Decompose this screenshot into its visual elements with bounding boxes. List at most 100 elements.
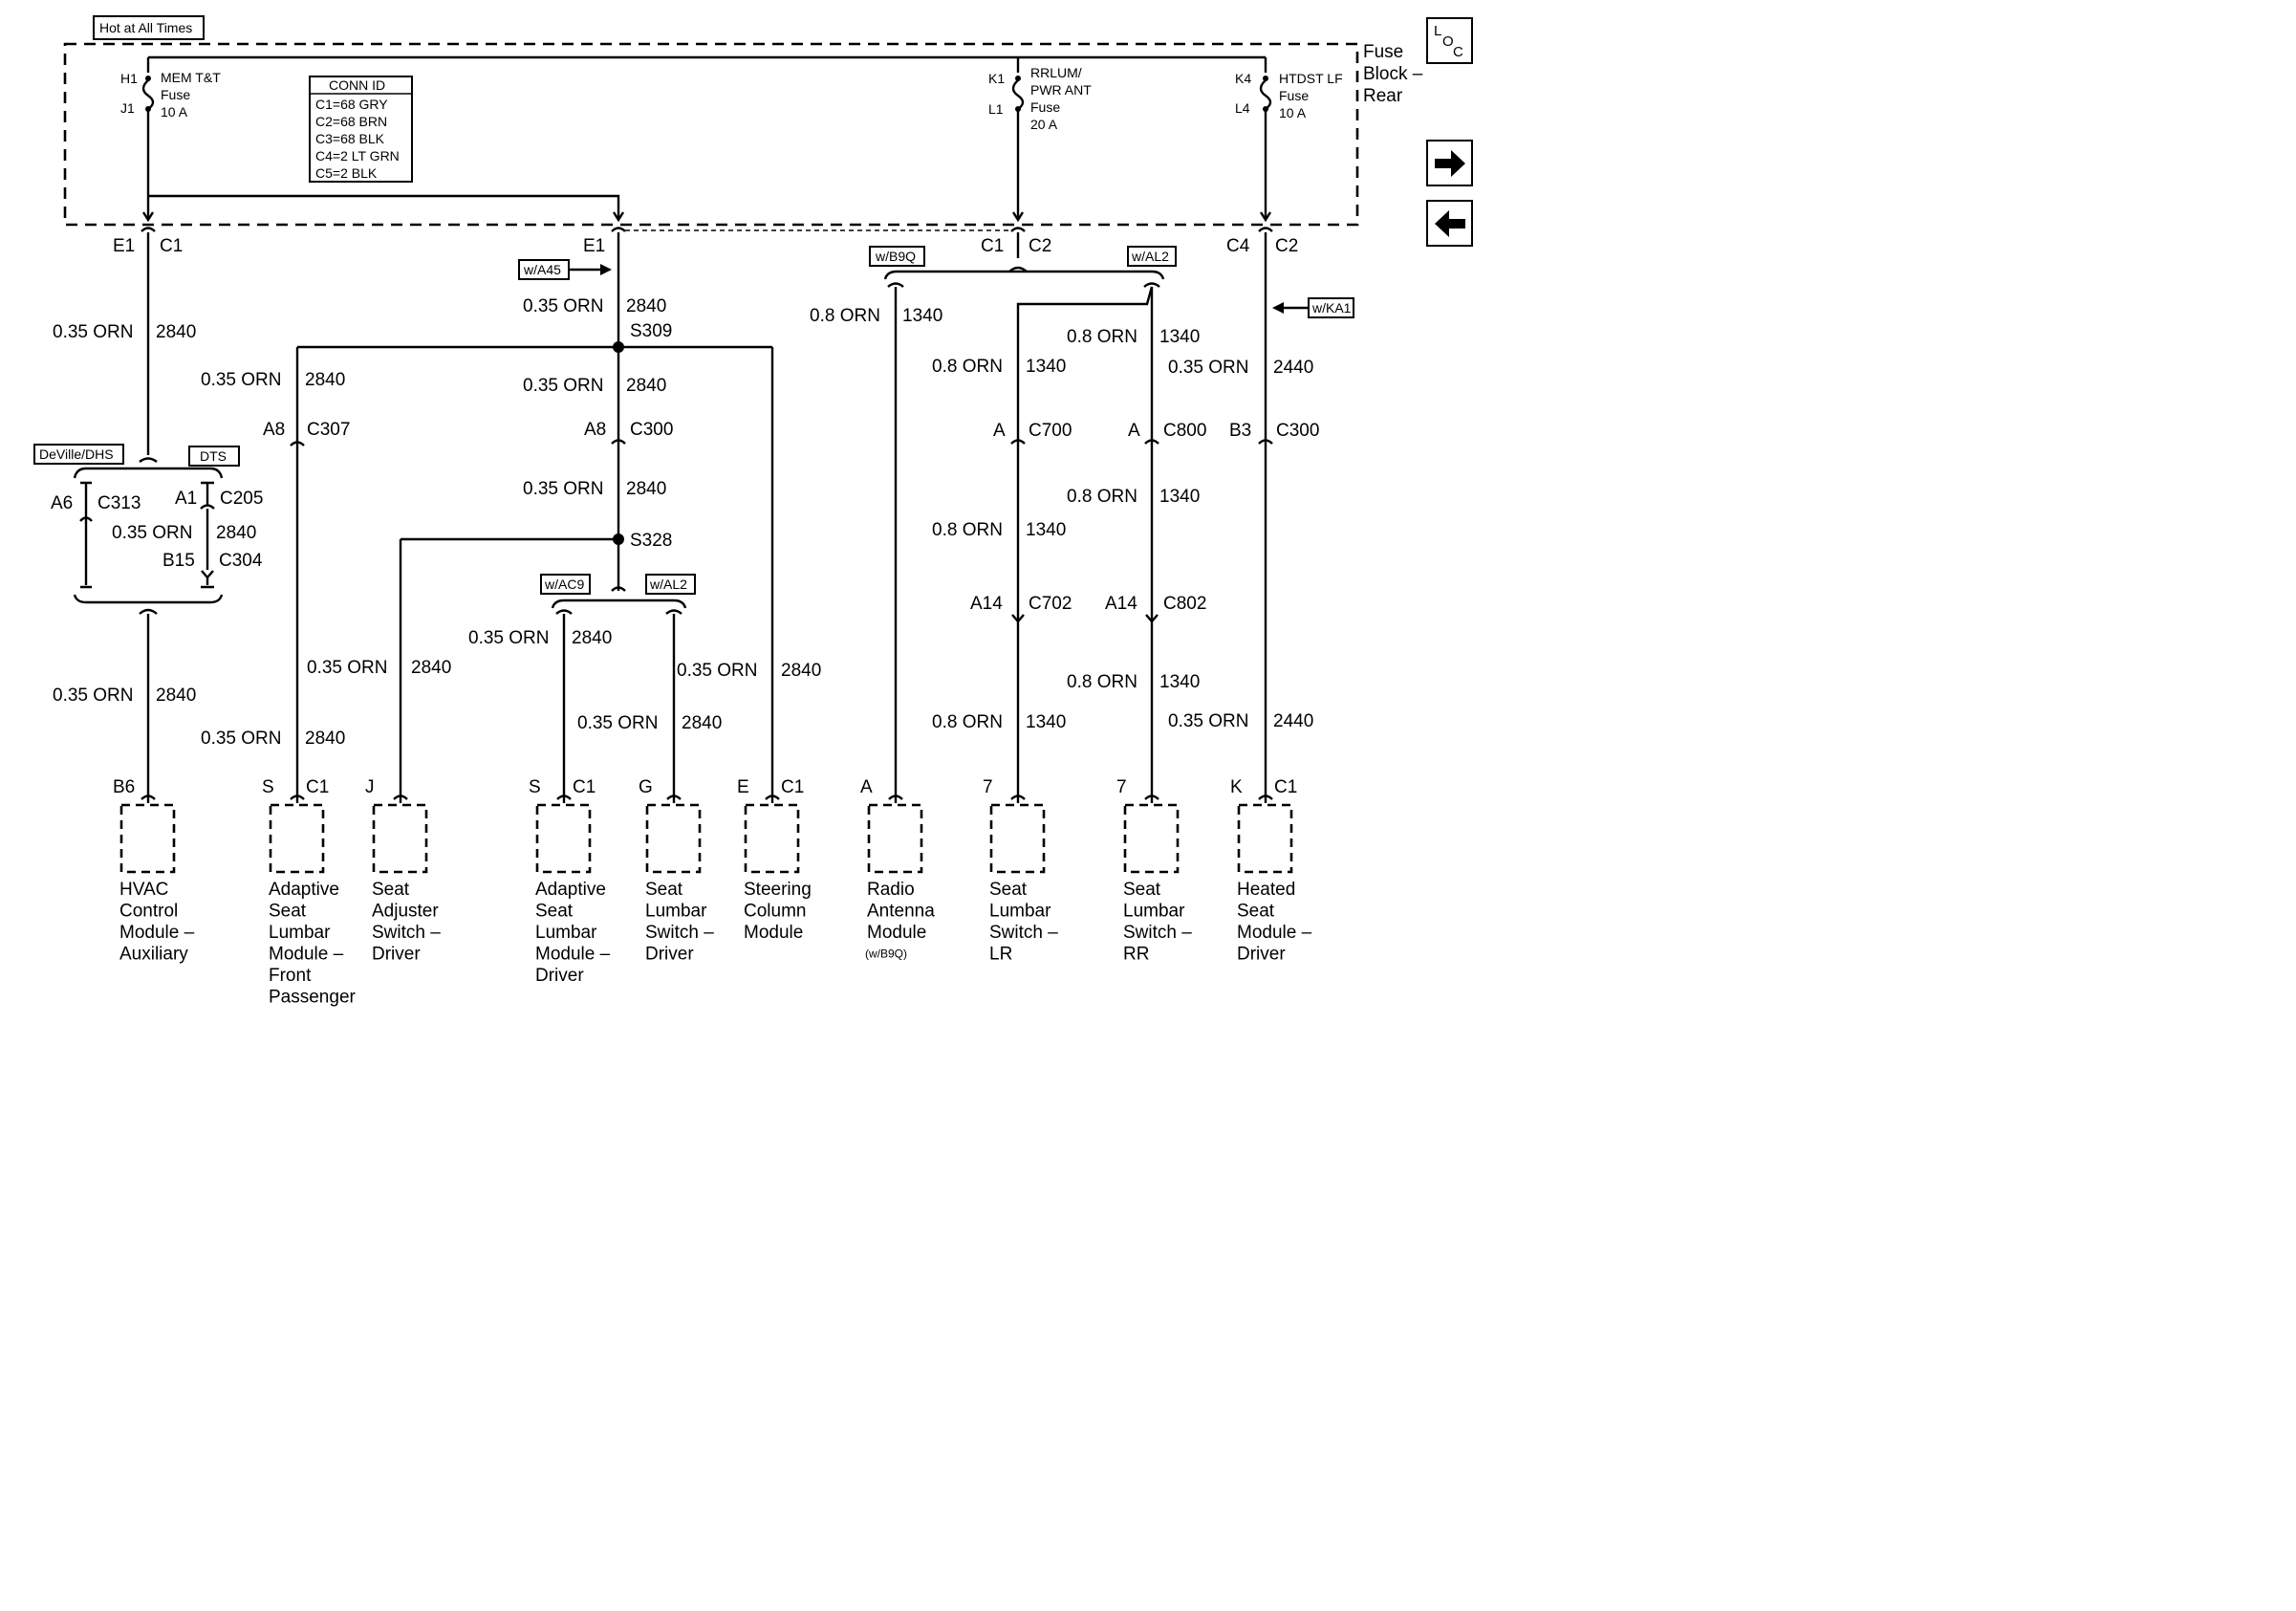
connector-a14-pin: A14 [1105, 594, 1137, 614]
wire-color-label: 0.8 ORN [1067, 672, 1137, 692]
module-box [645, 803, 702, 874]
module-pin: S [262, 777, 274, 797]
connector-c4-c2-id: C2 [1275, 236, 1298, 256]
module-name-line: Heated [1237, 880, 1295, 900]
module-name-line: Driver [535, 966, 584, 986]
connector-c300-id: C300 [1276, 421, 1319, 441]
option-w-al2: w/AL2 [649, 577, 687, 592]
pin-receptacle [141, 795, 156, 800]
connector-c300-id: C300 [630, 420, 673, 440]
module-name-line: HVAC [119, 880, 168, 900]
wire-color-label: 0.35 ORN [1168, 711, 1248, 731]
connector-e1 [611, 227, 626, 232]
module-pin: J [365, 777, 375, 797]
pin-receptacle [1010, 795, 1026, 800]
module-name-line: Adaptive [269, 880, 339, 900]
module-box [744, 803, 800, 874]
connector-a14-pin: A14 [970, 594, 1003, 614]
connector-a-pin: A [993, 421, 1006, 441]
fuse-block-label-line3: Rear [1363, 86, 1403, 106]
module-name-line: Module – [269, 945, 344, 965]
wire-color-label: 0.35 ORN [201, 729, 281, 749]
module-name-line: Module [867, 923, 926, 943]
module-box [1237, 803, 1293, 874]
fuse1-top-pin: H1 [120, 71, 138, 86]
wire-color-label: 0.8 ORN [1067, 327, 1137, 347]
module-box [119, 803, 176, 874]
wire-circuit-label: 2840 [626, 479, 666, 499]
conn-id-title: CONN ID [329, 77, 385, 93]
circuit-asl-front-passenger: 0.35 ORN 2840 A8 C307 0.35 ORN 2840 [201, 347, 350, 803]
circuit-seat-adjuster-driver: 0.35 ORN 2840 [307, 539, 451, 803]
connector-c1-c2-id: C2 [1029, 236, 1051, 256]
pin-receptacle [765, 795, 780, 800]
connector-c1-c2-pin: C1 [981, 236, 1004, 256]
module-name-line: Lumbar [645, 902, 707, 922]
right-arrow-icon [1435, 150, 1465, 177]
fuse2-line3: Fuse [1030, 99, 1060, 115]
wire-color-label: 0.35 ORN [307, 658, 387, 678]
module-name-line: Driver [645, 945, 694, 965]
splice-s328: S328 [630, 531, 672, 551]
module-connector: C1 [781, 777, 804, 797]
connector-c802-id: C802 [1163, 594, 1206, 614]
module-name-line: Lumbar [989, 902, 1051, 922]
wire-color-label: 0.8 ORN [1067, 487, 1137, 507]
wire-circuit-label: 2840 [781, 661, 821, 681]
wire-color-label: 0.35 ORN [53, 322, 133, 342]
module-box [535, 803, 592, 874]
circuit-radio-and-rear-lumbar: w/B9Q w/AL2 0.8 ORN 1340 0.8 ORN 1340 0.… [810, 232, 1206, 803]
module-name-line: Seat [1237, 902, 1275, 922]
module-name-line: Seat [269, 902, 307, 922]
loc-icon[interactable]: L O C [1426, 17, 1473, 64]
fuse2-rating: 20 A [1030, 117, 1058, 132]
fuse-rrlum-pwr-ant: K1 L1 RRLUM/ PWR ANT Fuse 20 A [988, 57, 1092, 223]
fuse-block-rear: Fuse Block – Rear [63, 42, 1423, 227]
splice-s309: S309 [630, 321, 672, 341]
wire-circuit-label: 2840 [411, 658, 451, 678]
wire-circuit-label: 2840 [572, 628, 612, 648]
pin-receptacle [290, 795, 305, 800]
wire-circuit-label: 1340 [1026, 712, 1066, 732]
fuse3-line2: Fuse [1279, 88, 1309, 103]
wire-fuse-to-e1 [148, 194, 620, 218]
circuit-hvac: 0.35 ORN 2840 DeVille/DHS DTS A6 C313 A1… [33, 232, 263, 803]
module-name-line: Control [119, 902, 178, 922]
module-name-line: Lumbar [269, 923, 331, 943]
module-name-line: RR [1123, 945, 1149, 965]
circuit-s328-options: w/AC9 w/AL2 0.35 ORN 2840 0.35 ORN 2840 [468, 574, 722, 803]
wire-circuit-label: 2440 [1273, 711, 1313, 731]
fuse1-name: MEM T&T [161, 70, 221, 85]
module-name-line: Seat [372, 880, 410, 900]
fuse3-bottom-pin: L4 [1235, 100, 1250, 116]
previous-page-button[interactable] [1426, 200, 1473, 247]
wire-color-label: 0.35 ORN [468, 628, 549, 648]
fuse3-name: HTDST LF [1279, 71, 1343, 86]
connector-a-pin: A [1128, 421, 1140, 441]
wire-color-label: 0.35 ORN [112, 523, 192, 543]
module-name-line: Switch – [372, 923, 441, 943]
connector-c304-id: C304 [219, 551, 263, 571]
module-name-line: Column [744, 902, 806, 922]
fuse-block-outline [63, 42, 1359, 227]
connector-a8-pin: A8 [263, 420, 285, 440]
module-pin: B6 [113, 777, 135, 797]
module-pin: E [737, 777, 749, 797]
module-name-line: Auxiliary [119, 945, 188, 965]
wire-circuit-label: 1340 [902, 306, 942, 326]
connector-e1-pin: E1 [583, 236, 605, 256]
module-box [372, 803, 428, 874]
wire-color-label: 0.35 ORN [523, 296, 603, 316]
wiring-diagram: Fuse Block – Rear Hot at All Times H1 J1… [33, 15, 1473, 1008]
module-name-line: Lumbar [535, 923, 597, 943]
module-name-line: Seat [1123, 880, 1161, 900]
module-pin: 7 [1116, 777, 1127, 797]
connector-c800-id: C800 [1163, 421, 1206, 441]
next-page-button[interactable] [1426, 140, 1473, 186]
